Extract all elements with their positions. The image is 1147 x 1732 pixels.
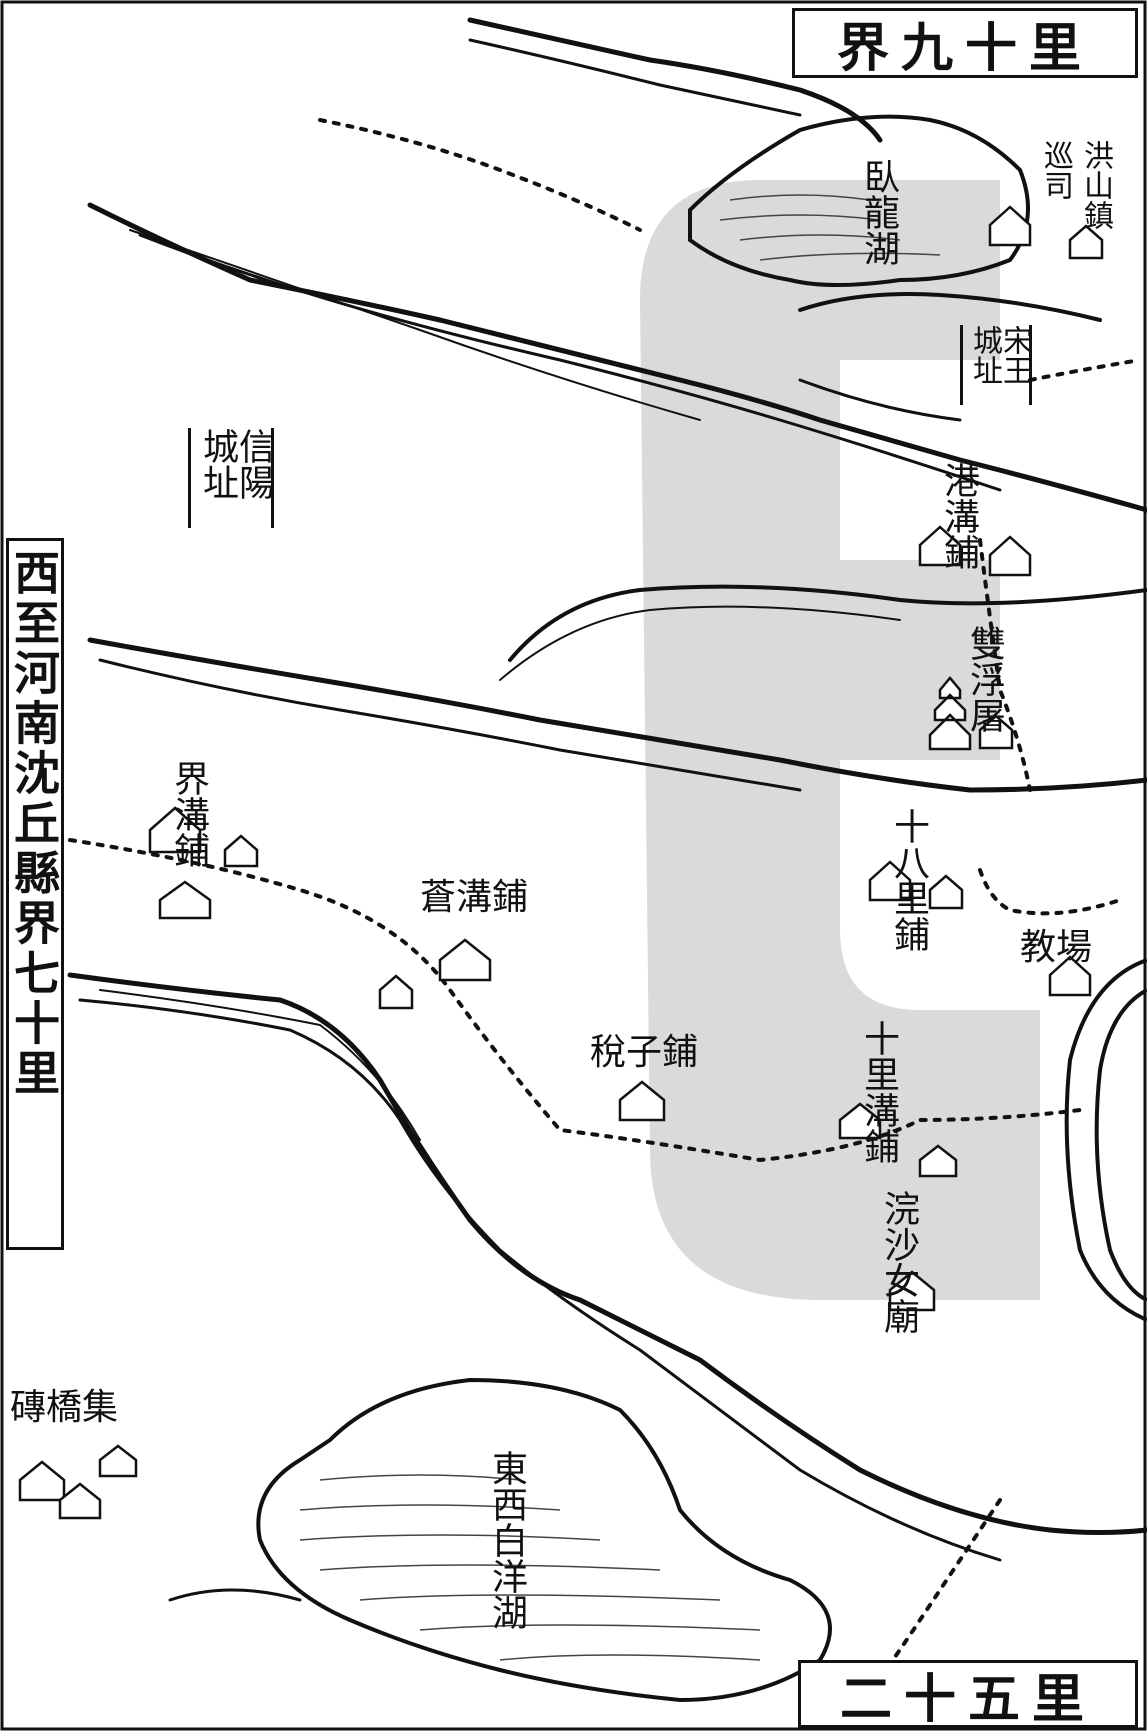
label-shuang-fu-pu: 雙浮屠: [964, 625, 1005, 733]
house-icon: [988, 205, 1032, 247]
city-wall: [1064, 958, 1147, 1322]
label-patrol-office: 巡司: [1038, 140, 1073, 200]
label-huansha-nv-miao: 浣沙女廟: [878, 1190, 919, 1334]
label-xinyang-city-site: 信陽城址: [188, 428, 274, 528]
label-jiao-chang: 教場: [1020, 927, 1093, 968]
house-icon: [838, 1102, 882, 1140]
label-gang-gou-pu: 港溝鋪: [938, 462, 979, 570]
border-note-top-right-text: 界九十里: [836, 17, 1093, 79]
label-zhuanqiao-ji: 磚橋集: [10, 1387, 119, 1428]
house-icon: [928, 874, 964, 910]
label-jie-gou-pu: 界溝鋪: [168, 760, 209, 868]
house-icon: [988, 535, 1032, 577]
border-note-bottom-right: 二十五里: [798, 1660, 1138, 1730]
label-songwang-city-site: 宋王城址: [960, 325, 1032, 405]
house-icon: [868, 860, 912, 902]
house-icon: [618, 1080, 666, 1122]
house-icon: [98, 1444, 138, 1478]
house-icon: [888, 1270, 936, 1312]
house-icon: [918, 525, 962, 567]
border-note-left: 西至河南沈丘縣界七十里: [6, 538, 64, 1250]
house-icon: [18, 1460, 66, 1502]
pagoda-icon: [928, 676, 972, 751]
house-icon: [438, 938, 492, 982]
label-shiba-li-pu: 十八里鋪: [888, 808, 929, 952]
lake-hatching: [299, 194, 941, 1661]
house-icon: [978, 714, 1014, 750]
roads: [68, 118, 1142, 1722]
border-note-top-right: 界九十里: [792, 8, 1138, 79]
rivers: [67, 17, 1147, 1703]
house-icon: [148, 806, 202, 854]
house-icon: [1048, 955, 1092, 997]
house-icon: [1068, 224, 1104, 260]
label-cang-gou-pu: 蒼溝鋪: [420, 877, 529, 918]
label-wolong-lake: 臥龍湖: [858, 158, 899, 266]
watermark: [640, 180, 1040, 1300]
settlement-icons: [18, 205, 1104, 1520]
house-icon: [378, 974, 414, 1010]
house-icon: [158, 880, 212, 920]
house-icon: [58, 1482, 102, 1520]
label-dongxi-baiyang-lake: 東西白洋湖: [486, 1450, 527, 1630]
house-icon: [918, 1144, 958, 1178]
label-hongshan-town: 洪山鎮: [1078, 140, 1113, 230]
border-note-bottom-right-text: 二十五里: [839, 1668, 1096, 1730]
label-shuizi-pu: 稅子鋪: [590, 1032, 699, 1073]
house-icon: [223, 834, 259, 868]
label-shili-gou-pu: 十里溝鋪: [858, 1020, 899, 1164]
border-note-left-text: 西至河南沈丘縣界七十里: [7, 549, 61, 1099]
